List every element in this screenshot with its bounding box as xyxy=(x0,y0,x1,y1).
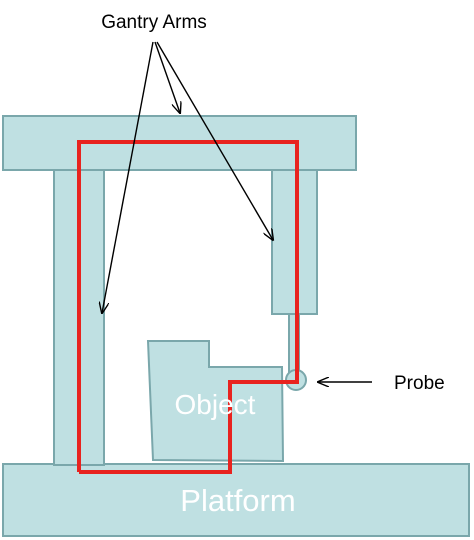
probe-label: Probe xyxy=(394,373,445,394)
object-label: Object xyxy=(175,389,256,420)
platform-label: Platform xyxy=(180,483,295,518)
arrow-to-left-arm xyxy=(102,41,154,313)
right-gantry-arm xyxy=(271,169,318,315)
gantry-arms-label: Gantry Arms xyxy=(101,12,207,33)
arrow-to-right-arm xyxy=(156,41,273,240)
arrow-to-crossbeam xyxy=(154,41,180,113)
object-shape xyxy=(146,340,285,463)
probe-path xyxy=(77,140,299,474)
platform-base xyxy=(2,463,470,537)
